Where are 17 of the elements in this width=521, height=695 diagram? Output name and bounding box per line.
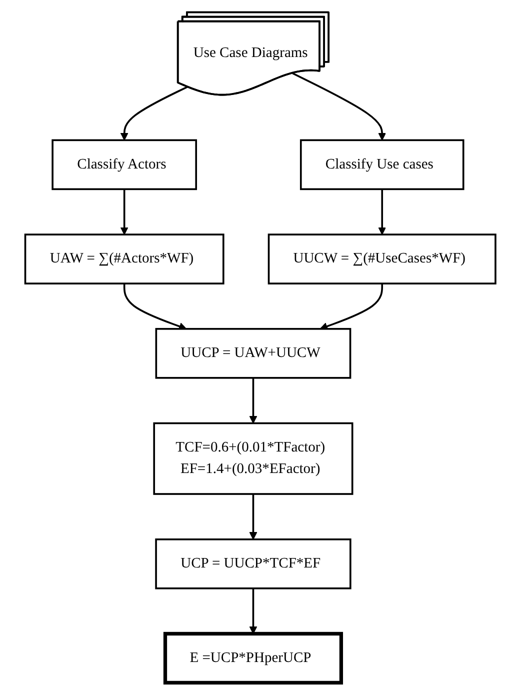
arrow — [320, 284, 384, 330]
arrow — [120, 189, 128, 235]
node-box: UUCP = UAW+UUCW — [155, 328, 352, 379]
node-box: Classify Use cases — [300, 139, 464, 190]
arrow — [378, 189, 386, 235]
arrow — [292, 72, 386, 141]
arrow — [249, 588, 258, 634]
node-box: UCP = UUCP*TCF*EF — [155, 538, 352, 590]
arrow — [120, 86, 188, 141]
arrow — [249, 494, 258, 540]
node-box: E =UCP*PHperUCP — [164, 632, 344, 685]
arrow — [249, 378, 258, 424]
node-box: UUCW = ∑(#UseCases*WF) — [268, 234, 496, 284]
node-box: UAW = ∑(#Actors*WF) — [24, 234, 224, 284]
node-box: Classify Actors — [52, 139, 198, 190]
arrow — [124, 284, 187, 330]
node-box: TCF=0.6+(0.01*TFactor) EF=1.4+(0.03*EFactor) — [153, 422, 354, 495]
